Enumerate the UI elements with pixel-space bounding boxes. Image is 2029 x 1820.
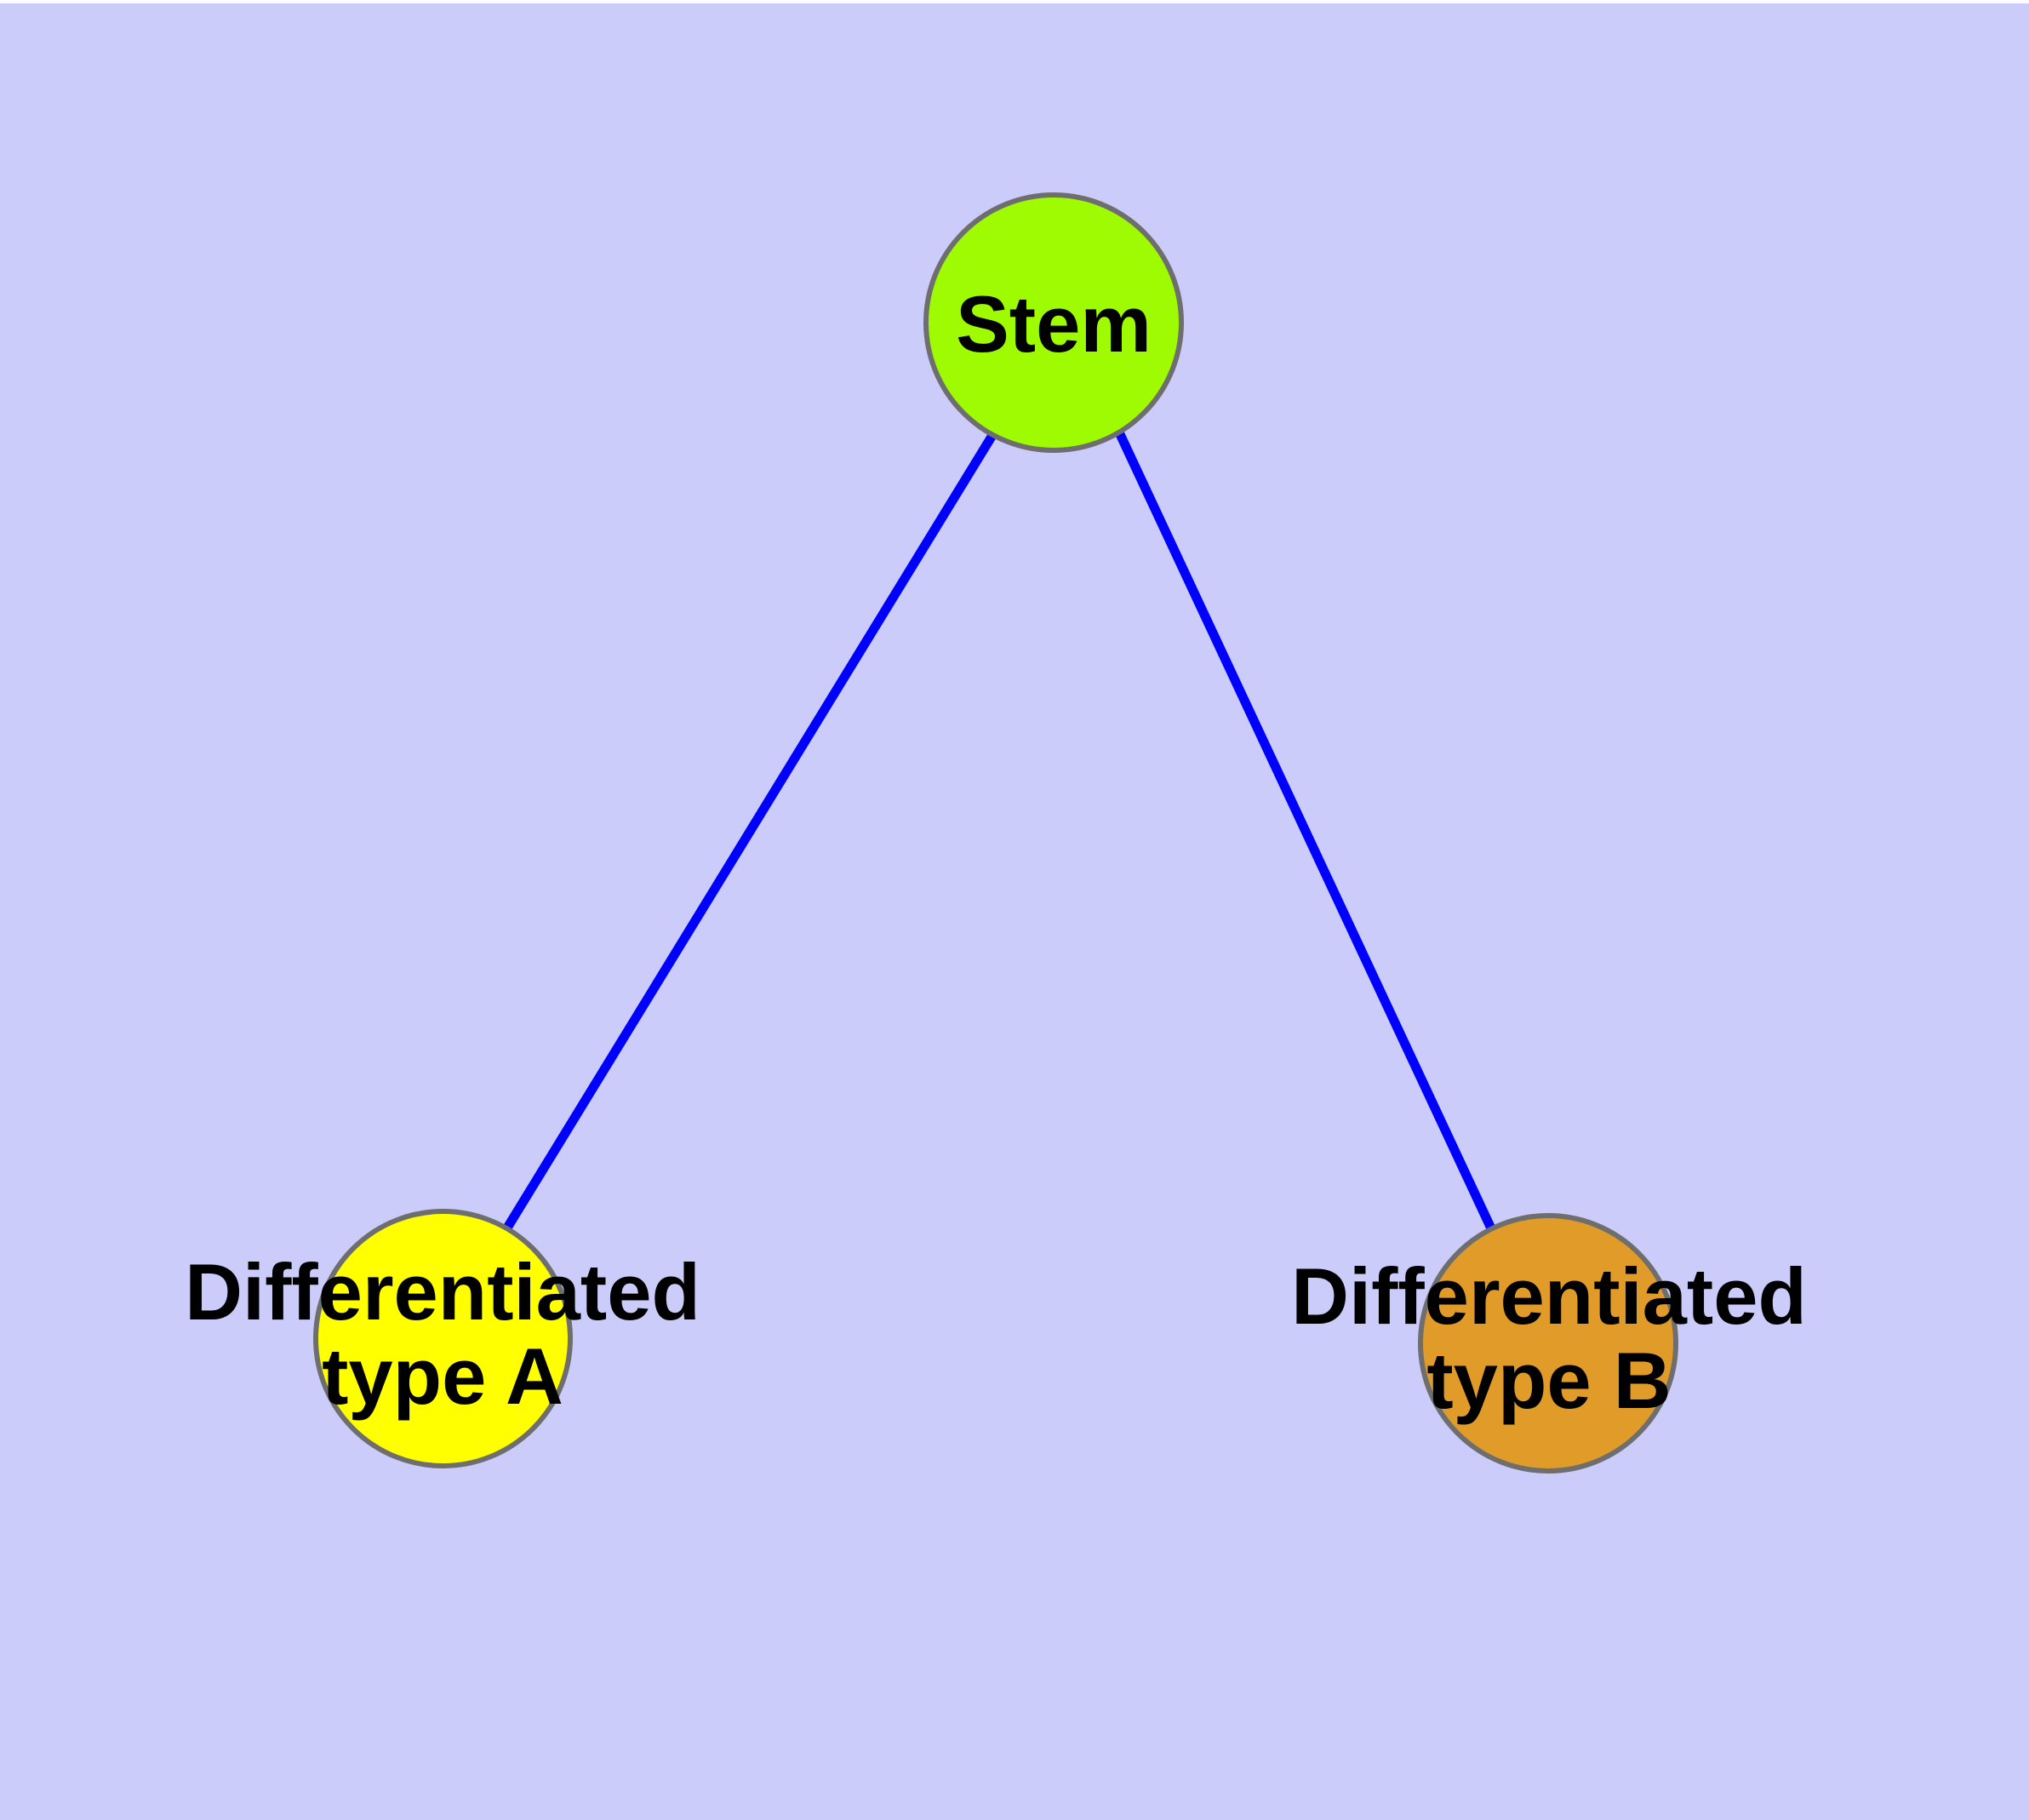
edge-layer (502, 432, 1495, 1232)
node-stem[interactable] (923, 192, 1184, 453)
node-differentiated-type-b[interactable] (1418, 1213, 1678, 1474)
node-layer: Differentiated type A Differentiated typ… (0, 3, 2029, 1820)
edge-stem-to-differentiated-type-a[interactable] (502, 434, 996, 1232)
node-differentiated-type-a[interactable] (313, 1209, 573, 1468)
edge-stem-to-differentiated-type-b[interactable] (1116, 432, 1495, 1231)
